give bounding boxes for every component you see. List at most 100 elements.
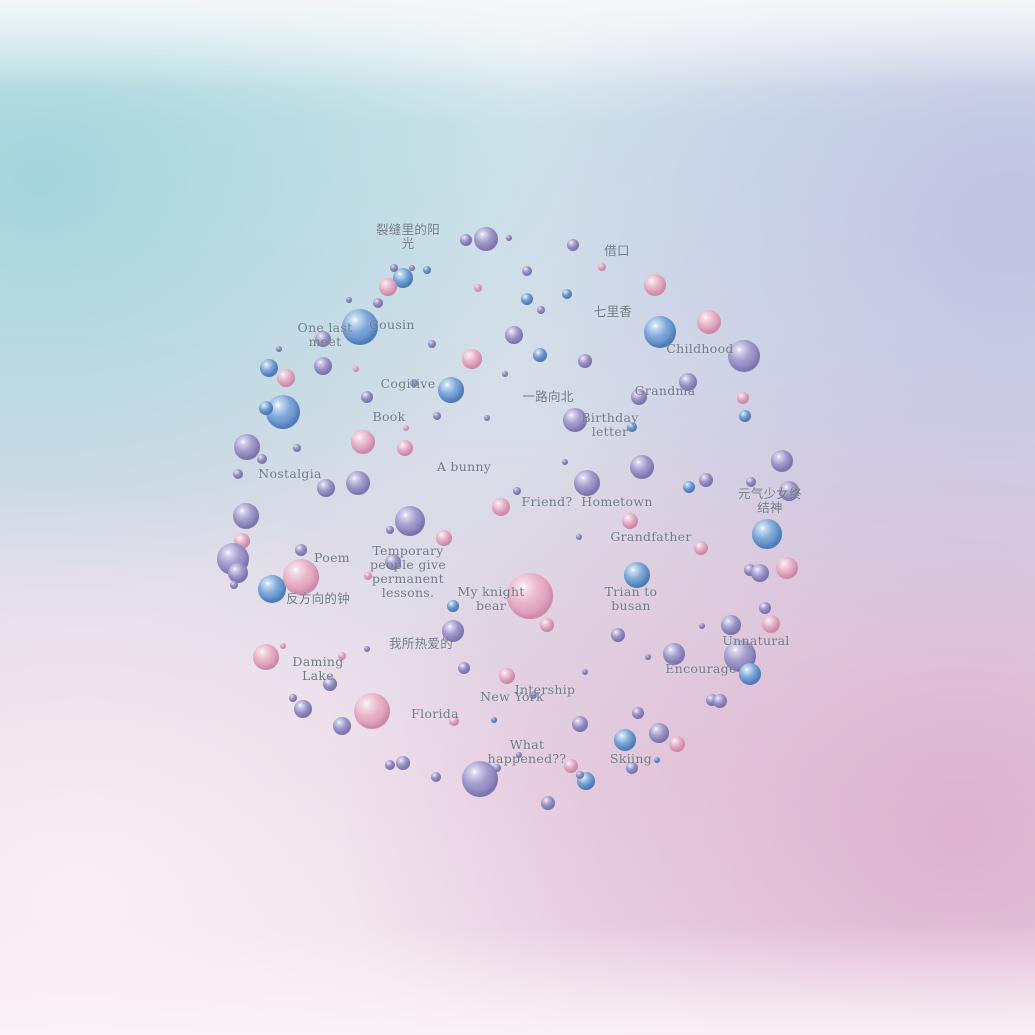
- node-label[interactable]: 借口: [604, 243, 630, 258]
- memory-sphere[interactable]: [346, 297, 352, 303]
- memory-sphere[interactable]: [403, 425, 409, 431]
- memory-sphere[interactable]: [529, 691, 537, 699]
- memory-sphere[interactable]: [280, 643, 286, 649]
- node-label[interactable]: Friend?: [521, 494, 573, 509]
- memory-sphere[interactable]: [277, 369, 295, 387]
- memory-sphere[interactable]: [317, 479, 335, 497]
- memory-sphere[interactable]: [410, 379, 418, 387]
- memory-sphere[interactable]: [699, 473, 713, 487]
- memory-sphere[interactable]: [694, 541, 708, 555]
- memory-sphere[interactable]: [234, 434, 260, 460]
- memory-sphere[interactable]: [449, 716, 459, 726]
- memory-sphere[interactable]: [431, 772, 441, 782]
- memory-sphere[interactable]: [353, 366, 359, 372]
- memory-sphere[interactable]: [295, 544, 307, 556]
- memory-sphere[interactable]: [342, 309, 378, 345]
- memory-sphere[interactable]: [438, 377, 464, 403]
- memory-sphere[interactable]: [713, 694, 727, 708]
- node-label[interactable]: What happened??: [487, 737, 567, 766]
- memory-sphere[interactable]: [276, 346, 282, 352]
- memory-sphere[interactable]: [293, 444, 301, 452]
- memory-sphere[interactable]: [294, 700, 312, 718]
- memory-sphere[interactable]: [351, 430, 375, 454]
- node-label[interactable]: A bunny: [436, 459, 492, 474]
- node-label[interactable]: Florida: [411, 706, 459, 721]
- memory-sphere[interactable]: [654, 757, 660, 763]
- memory-sphere[interactable]: [433, 412, 441, 420]
- memory-sphere[interactable]: [393, 268, 413, 288]
- node-label[interactable]: Cousin: [369, 317, 415, 332]
- memory-sphere[interactable]: [259, 401, 273, 415]
- memory-sphere[interactable]: [751, 564, 769, 582]
- memory-sphere[interactable]: [502, 371, 508, 377]
- memory-sphere[interactable]: [611, 628, 625, 642]
- node-label[interactable]: Birthday letter: [581, 410, 639, 439]
- memory-sphere[interactable]: [257, 454, 267, 464]
- memory-sphere[interactable]: [338, 652, 346, 660]
- memory-sphere[interactable]: [574, 470, 600, 496]
- memory-sphere[interactable]: [627, 422, 637, 432]
- memory-sphere[interactable]: [540, 618, 554, 632]
- memory-sphere[interactable]: [683, 481, 695, 493]
- memory-sphere[interactable]: [563, 408, 587, 432]
- memory-sphere[interactable]: [632, 707, 644, 719]
- memory-sphere[interactable]: [428, 340, 436, 348]
- memory-sphere[interactable]: [442, 620, 464, 642]
- memory-sphere[interactable]: [447, 600, 459, 612]
- memory-sphere[interactable]: [396, 756, 410, 770]
- memory-sphere[interactable]: [323, 677, 337, 691]
- memory-sphere[interactable]: [333, 717, 351, 735]
- memory-sphere[interactable]: [644, 316, 676, 348]
- memory-sphere[interactable]: [752, 519, 782, 549]
- memory-sphere[interactable]: [567, 239, 579, 251]
- memory-sphere[interactable]: [669, 736, 685, 752]
- memory-sphere[interactable]: [499, 668, 515, 684]
- memory-sphere[interactable]: [728, 340, 760, 372]
- memory-sphere[interactable]: [474, 284, 482, 292]
- memory-sphere[interactable]: [493, 764, 501, 772]
- node-label[interactable]: My knight bear: [457, 584, 525, 613]
- memory-sphere[interactable]: [492, 498, 510, 516]
- memory-sphere[interactable]: [260, 359, 278, 377]
- node-label[interactable]: Childhood: [666, 341, 734, 356]
- memory-sphere[interactable]: [739, 410, 751, 422]
- node-label[interactable]: Hometown: [581, 494, 653, 509]
- node-label[interactable]: 反方向的钟: [285, 591, 351, 606]
- memory-sphere[interactable]: [462, 761, 498, 797]
- memory-sphere[interactable]: [228, 563, 248, 583]
- node-label[interactable]: 一路向北: [522, 389, 574, 404]
- node-label[interactable]: Encourage: [665, 661, 737, 676]
- memory-sphere[interactable]: [564, 759, 578, 773]
- memory-sphere[interactable]: [739, 663, 761, 685]
- node-label[interactable]: 七里香: [593, 304, 633, 319]
- memory-sphere[interactable]: [644, 274, 666, 296]
- node-label[interactable]: Trian to busan: [604, 584, 658, 613]
- memory-sphere[interactable]: [460, 234, 472, 246]
- memory-sphere[interactable]: [533, 348, 547, 362]
- node-label[interactable]: Intership: [514, 682, 576, 697]
- memory-sphere[interactable]: [624, 562, 650, 588]
- memory-sphere[interactable]: [458, 662, 470, 674]
- memory-sphere[interactable]: [364, 646, 370, 652]
- memory-sphere[interactable]: [699, 623, 705, 629]
- memory-sphere[interactable]: [776, 557, 798, 579]
- memory-sphere[interactable]: [622, 513, 638, 529]
- memory-sphere[interactable]: [314, 357, 332, 375]
- memory-sphere[interactable]: [598, 263, 606, 271]
- memory-sphere[interactable]: [386, 526, 394, 534]
- memory-sphere[interactable]: [516, 752, 522, 758]
- memory-sphere[interactable]: [397, 440, 413, 456]
- memory-sphere[interactable]: [385, 554, 401, 570]
- node-label[interactable]: Grandma: [634, 383, 696, 398]
- memory-sphere[interactable]: [253, 644, 279, 670]
- node-label[interactable]: One last meet: [297, 320, 353, 349]
- memory-sphere[interactable]: [779, 481, 799, 501]
- node-label[interactable]: Poem: [314, 550, 350, 565]
- memory-sphere[interactable]: [233, 503, 259, 529]
- memory-sphere[interactable]: [562, 289, 572, 299]
- node-label[interactable]: 裂缝里的阳 光: [375, 222, 441, 251]
- memory-sphere[interactable]: [562, 459, 568, 465]
- memory-sphere[interactable]: [462, 349, 482, 369]
- memory-sphere[interactable]: [346, 471, 370, 495]
